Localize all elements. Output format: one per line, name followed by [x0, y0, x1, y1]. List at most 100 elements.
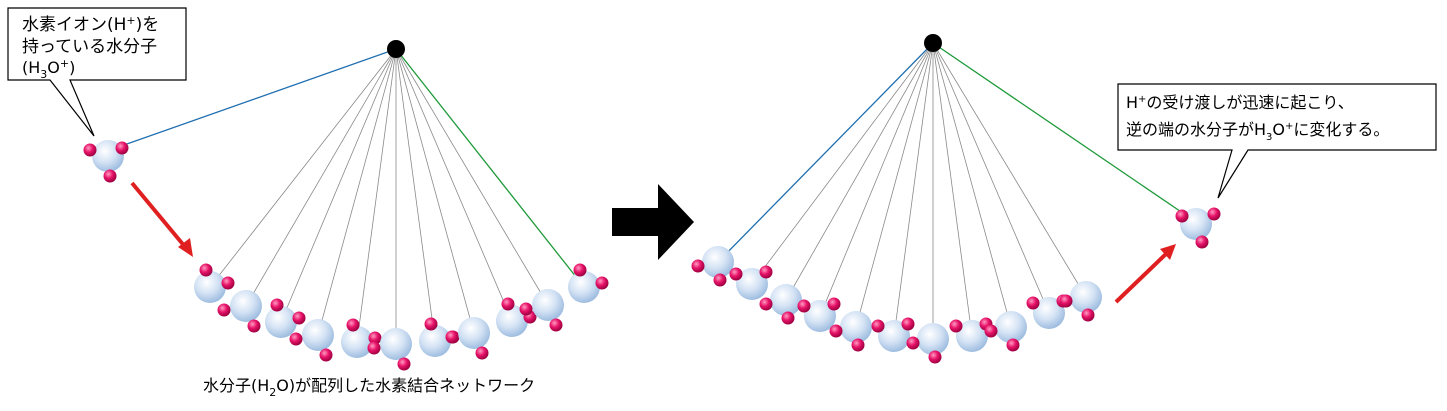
hydrogen-atom [781, 311, 795, 325]
hydrogen-atom [949, 319, 963, 333]
hydrogen-atom [759, 265, 773, 279]
hydrogen-atom [247, 319, 261, 333]
hydrogen-atom [759, 297, 773, 311]
hydrogen-atom [217, 303, 231, 317]
right-callout-line1: H+の受け渡しが迅速に起こり、 [1126, 93, 1354, 112]
water-molecule [445, 317, 490, 360]
oxygen-atom [341, 326, 373, 358]
oxygen-atom [265, 306, 297, 338]
hydrogen-atom [199, 263, 213, 277]
hydrogen-atom [729, 267, 743, 281]
bond-string [932, 42, 1012, 328]
oxygen-atom [380, 328, 412, 360]
hydrogen-atom [83, 143, 97, 157]
red-arrow-icon [130, 181, 193, 257]
hydrogen-atom [906, 336, 920, 350]
right-panel: H+の受け渡しが迅速に起こり、 逆の端の水分子がH3O+に変化する。 [691, 34, 1437, 364]
water-molecule [871, 317, 915, 352]
water-molecule [341, 318, 382, 358]
water-molecule [1026, 294, 1070, 329]
right-molecules [691, 207, 1221, 364]
hydrogen-atom [851, 338, 865, 352]
water-molecule [729, 265, 773, 300]
bond-string [109, 48, 397, 151]
hydrogen-atom [1006, 338, 1020, 352]
hydrogen-atom [984, 324, 998, 338]
hydrogen-atom [346, 318, 360, 332]
hydrogen-atom [397, 357, 411, 371]
left-molecules [83, 140, 609, 371]
hydrogen-atom [292, 311, 306, 325]
left-callout-line2: 持っている水分子 [22, 37, 157, 57]
water-molecule [568, 263, 609, 303]
hydrogen-atom [424, 317, 438, 331]
hydrogen-atom [270, 298, 284, 312]
bond-string [395, 48, 436, 342]
bond-string [932, 42, 973, 337]
red-arrow-icon [1114, 244, 1176, 304]
hydrogen-atom [1195, 235, 1209, 249]
bond-string [932, 42, 1087, 298]
left-callout-line3: (H3O+) [22, 57, 75, 81]
water-molecule [1059, 281, 1102, 322]
oxygen-atom [458, 317, 490, 349]
pivot-dot-icon [387, 40, 405, 58]
water-molecule [797, 297, 841, 332]
water-molecule [1175, 207, 1221, 249]
water-molecule [83, 140, 129, 183]
hydrogen-atom [368, 331, 382, 345]
hydrogen-atom [827, 297, 841, 311]
water-molecule [265, 298, 306, 338]
oxygen-atom [419, 325, 451, 357]
oxygen-atom [1070, 281, 1102, 313]
right-callout-line2: 逆の端の水分子がH3O+に変化する。 [1126, 120, 1389, 143]
bond-string [395, 48, 585, 288]
oxygen-atom [230, 290, 262, 322]
hydrogen-atom [549, 318, 563, 332]
oxygen-atom [532, 289, 564, 321]
hydrogen-atom [928, 350, 942, 364]
oxygen-atom [840, 311, 872, 343]
water-molecule [289, 319, 334, 362]
hydrogen-atom [475, 346, 489, 360]
oxygen-atom [1033, 297, 1065, 329]
pivot-dot-icon [924, 34, 942, 52]
bond-string [785, 42, 934, 301]
right-strings [717, 42, 1197, 339]
bond-string [751, 42, 934, 285]
oxygen-atom [917, 323, 949, 355]
water-molecule [906, 323, 949, 364]
bond-string [932, 42, 1050, 314]
bond-string [855, 42, 934, 328]
bond-string [932, 42, 1197, 223]
water-molecule [367, 328, 412, 371]
bond-string [356, 48, 397, 343]
hydrogen-atom [713, 273, 727, 287]
bond-string [819, 42, 934, 317]
network-caption: 水分子(H2O)が配列した水素結合ネットワーク [203, 376, 535, 399]
water-molecule [949, 317, 993, 352]
water-molecule [496, 297, 537, 337]
black-arrow-icon [612, 184, 694, 260]
hydrogen-atom [901, 317, 915, 331]
oxygen-atom [956, 320, 988, 352]
oxygen-atom [804, 300, 836, 332]
bond-string [395, 48, 513, 322]
bond-string [893, 42, 934, 337]
oxygen-atom [496, 305, 528, 337]
bond-string [717, 42, 934, 263]
oxygen-atom [736, 268, 768, 300]
hydrogen-atom [445, 330, 459, 344]
hydrogen-atom [367, 341, 381, 355]
hydrogen-atom [519, 302, 533, 316]
right-callout: H+の受け渡しが迅速に起こり、 逆の端の水分子がH3O+に変化する。 [1117, 83, 1437, 199]
oxygen-atom [702, 246, 734, 278]
oxygen-atom [878, 320, 910, 352]
water-molecule [691, 246, 734, 287]
water-molecule [194, 263, 235, 303]
hydrogen-atom [1059, 294, 1073, 308]
bond-string [245, 48, 397, 307]
water-molecule [519, 289, 564, 332]
hydrogen-atom [1081, 308, 1095, 322]
left-callout-line1: 水素イオン(H+)を [22, 14, 159, 35]
